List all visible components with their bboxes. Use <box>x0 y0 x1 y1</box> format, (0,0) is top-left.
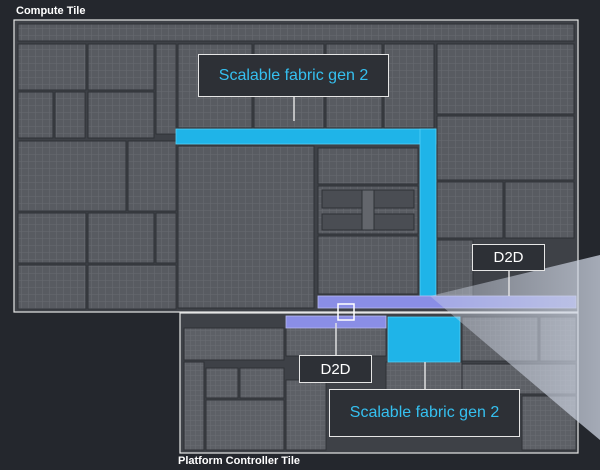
leader-lines <box>293 97 510 389</box>
callout-fabric-pcd: Scalable fabric gen 2 <box>329 389 520 437</box>
compute-blocks <box>17 23 575 310</box>
compute-tile-outline <box>13 19 579 313</box>
callout-d2d-pcd: D2D <box>299 355 372 383</box>
highlight-beam <box>430 255 600 440</box>
compute-tile-label: Compute Tile <box>16 5 86 17</box>
compute-cross-block <box>321 189 415 231</box>
pcd-tile-label: Platform Controller Tile <box>178 455 301 467</box>
callout-d2d-compute: D2D <box>472 244 545 271</box>
fabric-compute <box>175 128 437 297</box>
fabric-pcd <box>387 316 461 363</box>
callout-fabric-compute: Scalable fabric gen 2 <box>198 54 389 97</box>
d2d-connection-marker <box>337 303 355 321</box>
